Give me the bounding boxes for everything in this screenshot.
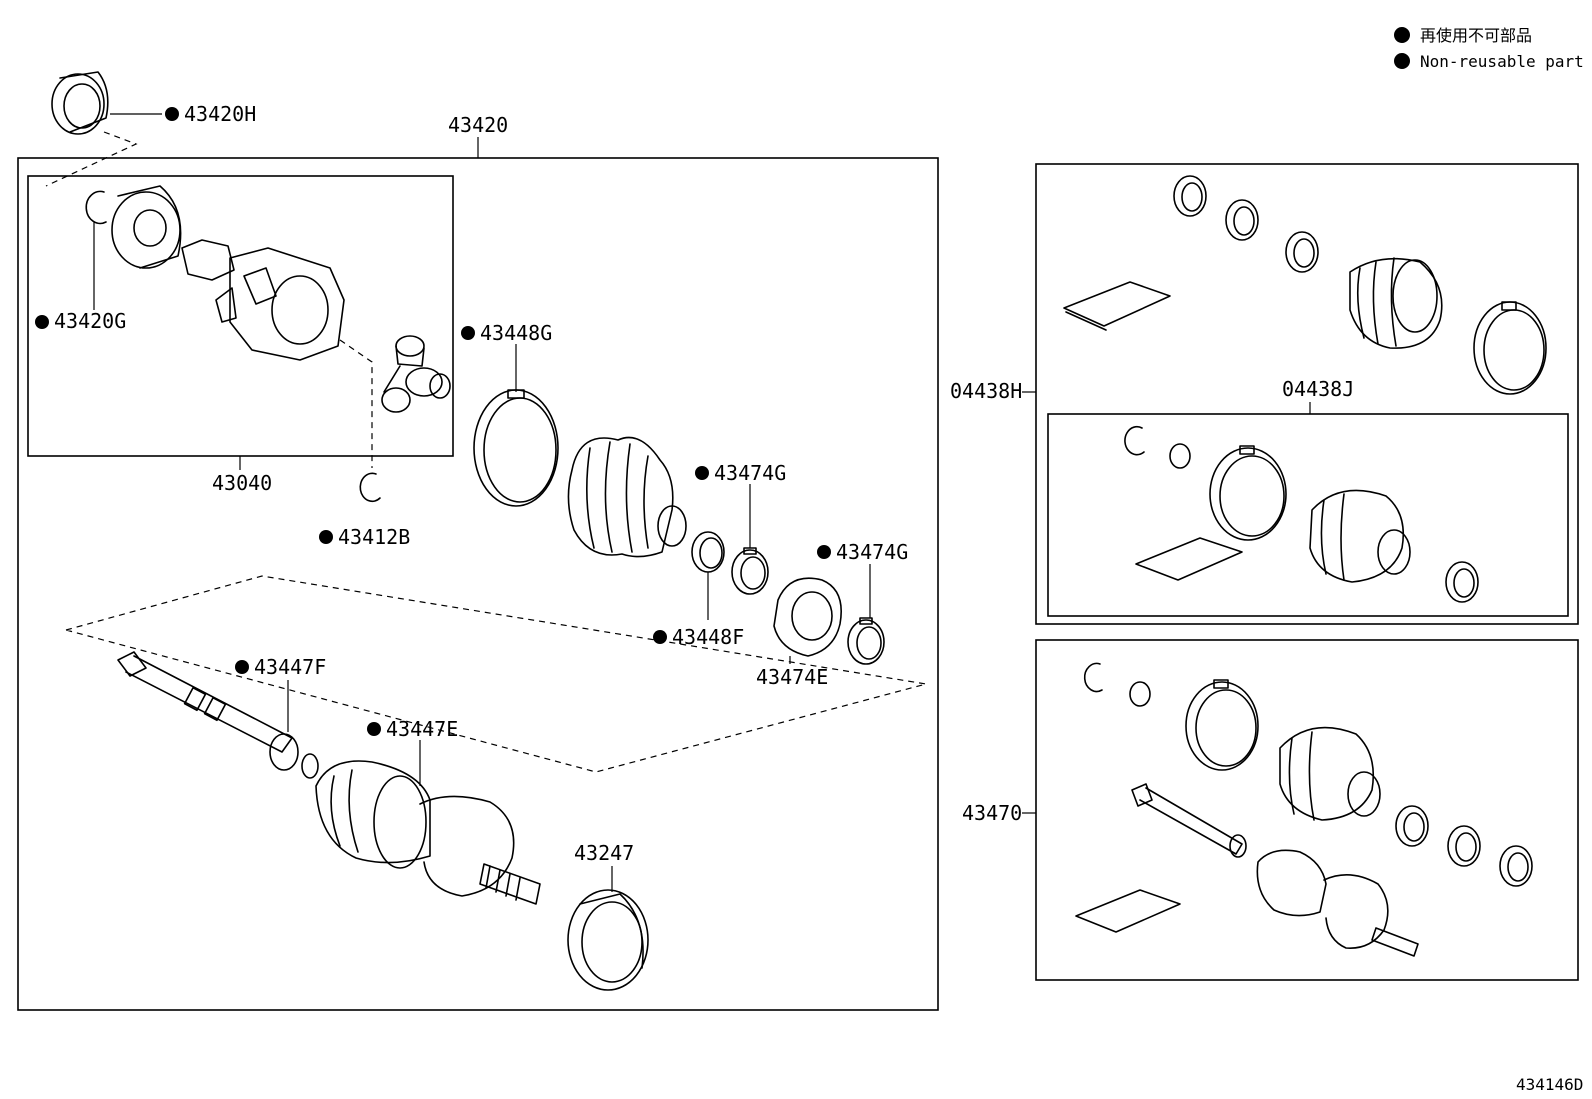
label-43040: 43040 — [212, 471, 272, 495]
seal-washer-icon — [111, 185, 182, 269]
label-43247: 43247 — [574, 841, 634, 865]
drive-shaft-icon — [117, 651, 319, 779]
label-43448G: 43448G — [480, 321, 552, 345]
outer-seal-ring-icon — [567, 889, 649, 991]
label-43420: 43420 — [448, 113, 508, 137]
legend: 再使用不可部品 Non-reusable part — [1394, 26, 1584, 71]
label-43420H: 43420H — [184, 102, 256, 126]
kit-43470-frame — [1035, 639, 1579, 981]
label-43412B: 43412B — [338, 525, 410, 549]
kit-04438J-frame — [1047, 413, 1569, 617]
kit-j-parts-icon — [1124, 425, 1479, 603]
label-43447E: 43447E — [386, 717, 458, 741]
label-43420G: 43420G — [54, 309, 126, 333]
inboard-joint-housing-icon — [181, 239, 345, 361]
label-43448F: 43448F — [672, 625, 744, 649]
snap-ring-icon — [85, 190, 107, 225]
legend-en-text: Non-reusable part — [1420, 52, 1584, 71]
main-assembly-frame — [17, 157, 939, 1011]
kit-h-parts-icon — [1063, 175, 1547, 395]
dust-cover-ring-icon — [51, 71, 109, 135]
label-43474E: 43474E — [756, 665, 828, 689]
circlip-43412B-icon — [359, 472, 381, 503]
small-clamp-a-icon — [691, 531, 725, 573]
dynamic-damper-icon — [773, 577, 842, 657]
label-43470: 43470 — [962, 801, 1022, 825]
label-43474G-upper: 43474G — [714, 461, 786, 485]
label-04438J: 04438J — [1282, 377, 1354, 401]
outboard-joint-icon — [315, 760, 541, 905]
kit-04438H-frame — [1035, 163, 1579, 625]
inboard-boot-icon — [567, 436, 687, 558]
small-clamp-c-icon — [847, 617, 885, 665]
kit-43470-parts-icon — [1075, 662, 1533, 957]
label-43447F: 43447F — [254, 655, 326, 679]
diagram-code: 434146D — [1516, 1075, 1583, 1094]
legend-jp-text: 再使用不可部品 — [1420, 26, 1532, 45]
boot-clamp-large-icon — [473, 389, 559, 507]
small-clamp-b-icon — [731, 547, 769, 595]
tripod-spider-icon — [381, 335, 451, 413]
label-43474G-right: 43474G — [836, 540, 908, 564]
label-04438H: 04438H — [950, 379, 1022, 403]
